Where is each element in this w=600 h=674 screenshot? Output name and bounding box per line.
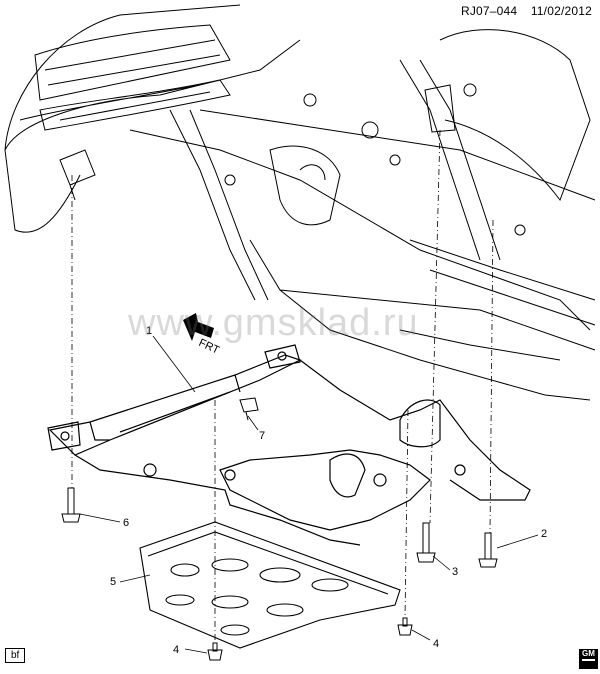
- callout-4-left: 4: [173, 644, 179, 656]
- watermark: www.gmsklad.ru: [128, 302, 419, 344]
- frame-inner: [329, 453, 366, 498]
- callout-5: 5: [110, 576, 116, 588]
- frame-left-rail: [74, 454, 361, 546]
- frame-tower: [399, 399, 441, 448]
- frame-center: [219, 449, 431, 531]
- frame-mount-hole: [60, 431, 70, 441]
- callout-2: 2: [541, 528, 547, 540]
- shield-cutout: [211, 595, 249, 609]
- callout-1: 1: [146, 325, 152, 337]
- callout-7: 7: [259, 430, 265, 442]
- frame-front-edge: [89, 374, 241, 441]
- shield-cutout: [311, 578, 349, 592]
- callouts: 1 2 3 4 4 5 6 7: [79, 325, 547, 656]
- bolt-2: [478, 532, 498, 568]
- frame-hole: [224, 469, 236, 481]
- body-hole: [514, 224, 526, 236]
- shield-cutout: [220, 624, 250, 636]
- frame-hole: [373, 473, 387, 487]
- diagram-date: 11/02/2012: [530, 4, 592, 18]
- shield-outline: [139, 521, 401, 649]
- shield-cutout: [259, 567, 301, 583]
- author-tag: bf: [5, 648, 26, 663]
- front-rail-left: [169, 109, 269, 301]
- body-hole: [463, 83, 477, 97]
- frame-left-mount: [47, 421, 81, 451]
- diagram-header: RJ07–044 11/02/2012: [451, 4, 592, 18]
- logo-text: GM: [582, 649, 595, 658]
- callout-6: 6: [123, 517, 129, 529]
- body-hole: [303, 93, 317, 107]
- clip-7: [239, 397, 259, 421]
- frame: [47, 344, 531, 546]
- frame-hole: [454, 464, 466, 476]
- bolt-4-right: [397, 617, 413, 636]
- direction-arrow-icon: [183, 313, 214, 341]
- shield-cutout: [165, 594, 195, 606]
- front-fascia: [4, 4, 301, 233]
- shield-cutout: [266, 603, 304, 617]
- frame-hole: [143, 463, 157, 477]
- frame-shield: [139, 521, 401, 649]
- bolt-3: [416, 522, 436, 563]
- diagram-code: RJ07–044: [460, 4, 518, 18]
- body-hole: [389, 154, 401, 166]
- underbody-floor: [129, 109, 596, 401]
- callout-4-right: 4: [433, 638, 439, 650]
- frame-right-rail: [299, 359, 531, 501]
- callout-3: 3: [452, 566, 458, 578]
- bolt-4-left: [207, 642, 223, 661]
- rear-bracket-right: [424, 84, 456, 133]
- front-bracket-left: [59, 149, 96, 201]
- lower-grille: [39, 79, 231, 131]
- frame-right-mount: [264, 344, 301, 369]
- shield-cutout: [170, 563, 200, 577]
- fasteners: [61, 397, 498, 661]
- vehicle-body-structure: [4, 4, 596, 401]
- frame-mount-hole: [277, 351, 287, 361]
- bolt-6: [61, 487, 81, 523]
- body-hole: [361, 121, 379, 139]
- front-rail-right: [399, 59, 501, 261]
- shield-cutout: [211, 558, 249, 572]
- alignment-lines: [71, 129, 494, 643]
- body-hole: [224, 174, 236, 186]
- rocker-right: [399, 239, 596, 361]
- gm-logo-icon: GM: [579, 649, 598, 669]
- floor-tunnel: [269, 145, 341, 226]
- grille-opening: [34, 24, 231, 101]
- wheelhouse-right: [439, 29, 591, 202]
